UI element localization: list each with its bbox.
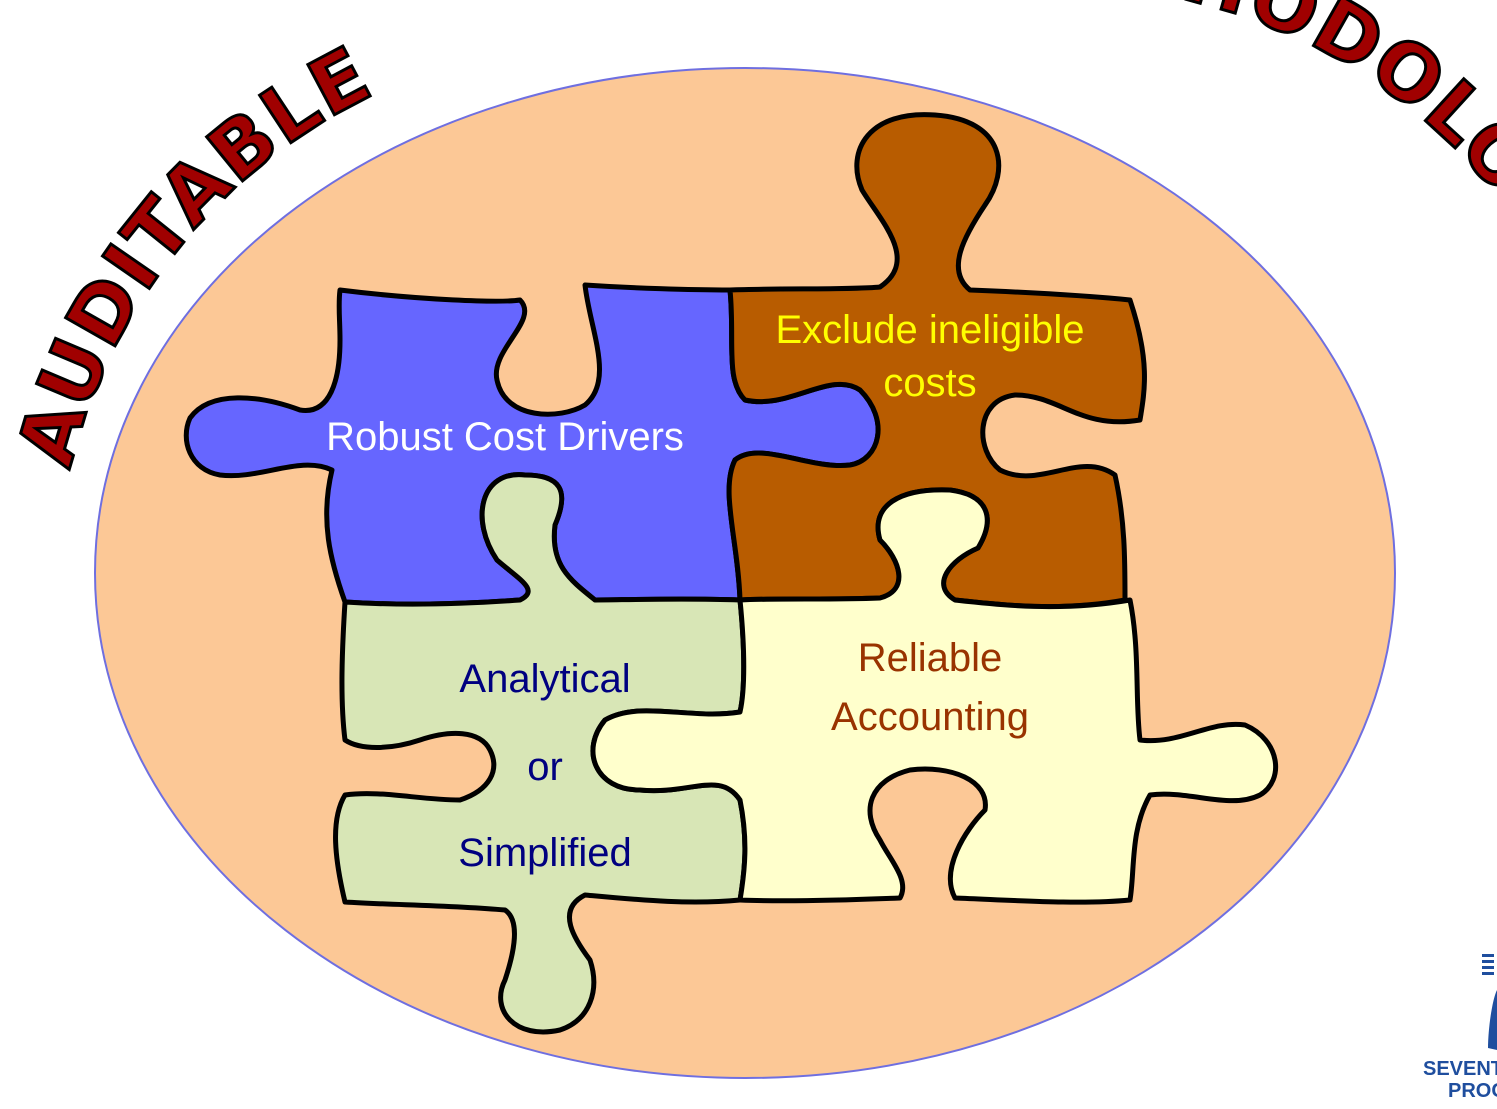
analytical-label-line3: Simplified bbox=[458, 831, 631, 875]
logo-swoosh-icon bbox=[1488, 990, 1497, 1050]
program-logo: SEVENTH F PROG bbox=[1423, 954, 1497, 1102]
robust-cost-drivers-label: Robust Cost Drivers bbox=[326, 415, 684, 459]
reliable-accounting-label-line2: Accounting bbox=[831, 695, 1029, 739]
exclude-ineligible-label-line1: Exclude ineligible bbox=[775, 308, 1084, 352]
exclude-ineligible-label-line2: costs bbox=[883, 361, 976, 405]
logo-text-line1: SEVENTH F bbox=[1423, 1058, 1497, 1080]
reliable-accounting-label-line1: Reliable bbox=[858, 636, 1003, 680]
puzzle-piece-exclude bbox=[726, 112, 1147, 610]
puzzle-piece-reliable bbox=[590, 487, 1278, 905]
logo-text-line2: PROG bbox=[1448, 1080, 1497, 1102]
analytical-label-line1: Analytical bbox=[459, 657, 630, 701]
analytical-label-line2: or bbox=[527, 745, 563, 789]
